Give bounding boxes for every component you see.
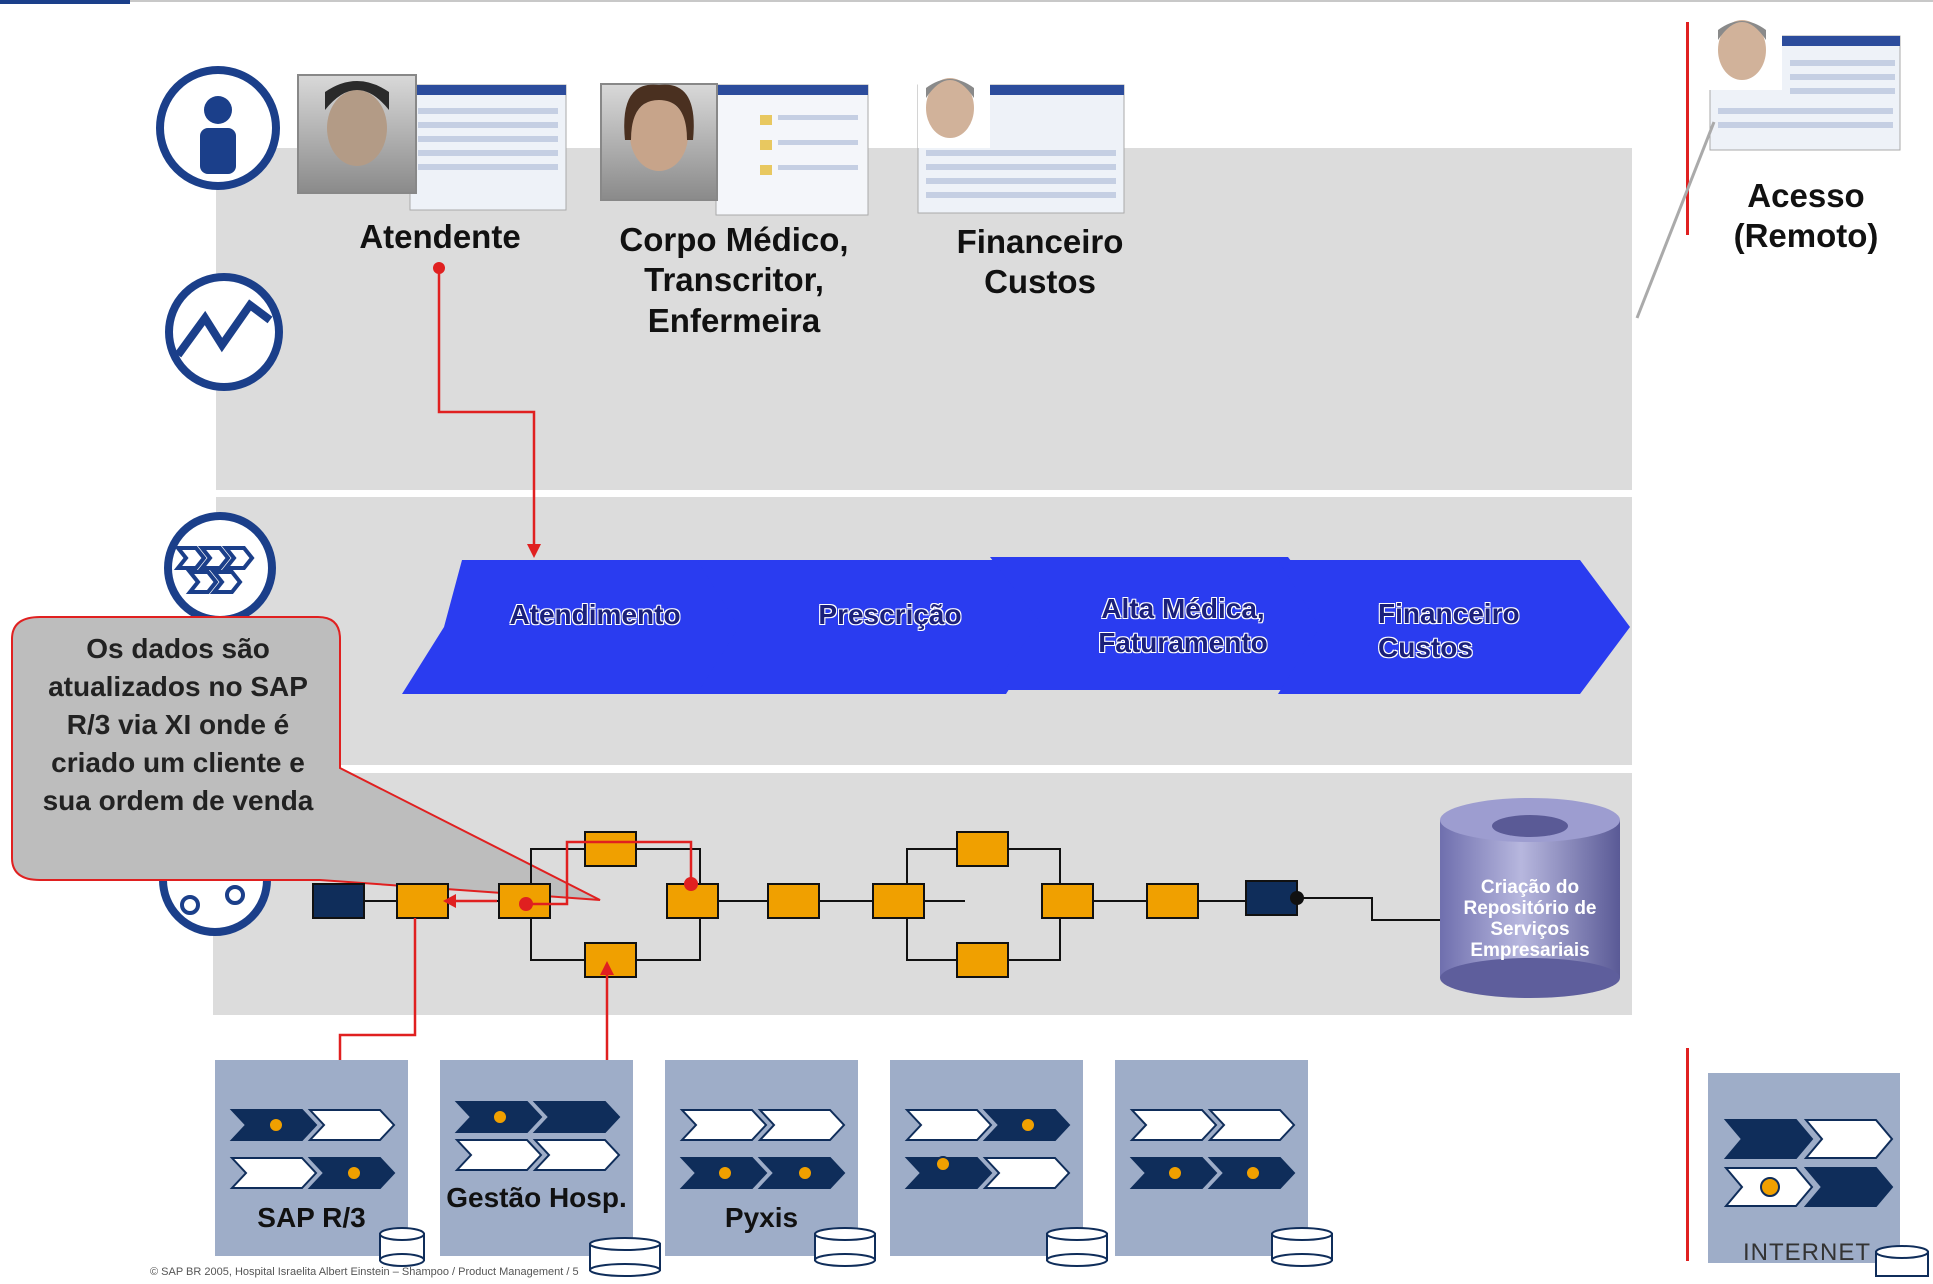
- role-label-atendente: Atendente: [359, 218, 521, 255]
- step-atendimento: Atendimento: [509, 599, 681, 630]
- node: [1146, 883, 1199, 919]
- node: [584, 831, 637, 867]
- financeiro-photo: [917, 68, 1125, 214]
- separator-line: [1686, 22, 1689, 235]
- person-layer-icon: [156, 66, 280, 190]
- footer-copyright: © SAP BR 2005, Hospital Israelita Albert…: [150, 1266, 579, 1278]
- database-icon: [814, 1227, 876, 1267]
- step-alta-medica: Alta Médica, Faturamento: [1098, 593, 1268, 659]
- node-navy: [312, 883, 365, 919]
- node: [956, 942, 1009, 978]
- callout-bubble: [11, 616, 601, 901]
- system-label-sap: SAP R/3: [257, 1202, 366, 1233]
- internet-label: INTERNET: [1743, 1239, 1871, 1266]
- role-label-medico: Corpo Médico, Transcritor, Enfermeira: [619, 221, 849, 339]
- node: [396, 883, 449, 919]
- database-icons: [379, 1227, 1929, 1277]
- repository-database-icon: [1440, 798, 1620, 998]
- separator-line: [1686, 1048, 1689, 1261]
- system-label-pyxis: Pyxis: [724, 1202, 799, 1233]
- step-financeiro: Financeiro Custos: [1378, 598, 1520, 664]
- node: [872, 883, 925, 919]
- database-icon: [1046, 1227, 1108, 1267]
- chevron-alta-medica: [990, 557, 1338, 690]
- chevron-dots: [268, 1109, 1780, 1197]
- node: [1041, 883, 1094, 919]
- remote-access-label: Acesso (Remoto): [1733, 177, 1879, 255]
- medico-photo: [600, 83, 869, 216]
- step-prescricao: Prescrição: [818, 599, 962, 630]
- network-nodes: [312, 831, 1298, 978]
- database-icon: [379, 1227, 425, 1267]
- database-icon: [589, 1237, 661, 1277]
- chevron-prescricao: [697, 560, 1048, 694]
- chevron-financeiro: [1278, 560, 1630, 694]
- repository-label: Criação do Repositório de Serviços Empre…: [1463, 877, 1597, 961]
- callout-text: Os dados são atualizados no SAP R/3 via …: [42, 633, 314, 816]
- node: [767, 883, 820, 919]
- process-layer-icon: [164, 512, 276, 624]
- node: [498, 883, 551, 919]
- chevron-atendimento: [402, 560, 756, 694]
- role-label-financeiro: Financeiro Custos: [956, 223, 1124, 301]
- node-navy: [1245, 880, 1298, 916]
- process-chevrons: [402, 557, 1630, 694]
- system-label-gestao: Gestão Hosp.: [446, 1182, 627, 1213]
- node: [956, 831, 1009, 867]
- remote-access-photo: [1708, 8, 1901, 151]
- atendente-photo: [297, 74, 567, 211]
- chart-layer-icon: [165, 273, 283, 391]
- database-icon: [1271, 1227, 1333, 1267]
- database-icon: [1875, 1245, 1929, 1277]
